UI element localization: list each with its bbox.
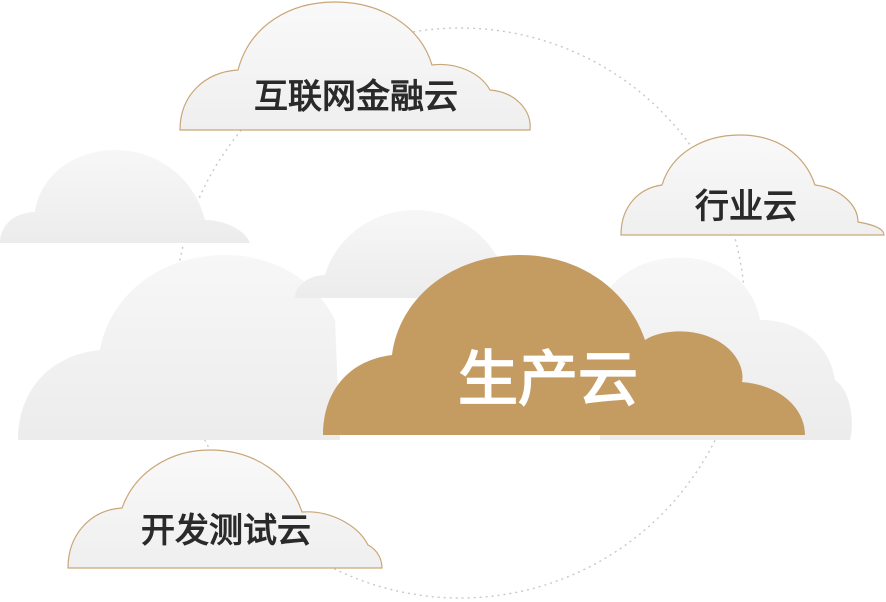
industry-cloud-shape — [620, 134, 885, 236]
background-cloud-upper-left — [0, 150, 250, 243]
dev-test-cloud: 开发测试云 — [67, 449, 383, 569]
dev-test-cloud-label: 开发测试云 — [141, 511, 311, 551]
production-cloud-shape — [323, 255, 805, 435]
dev-test-cloud-shape — [67, 449, 383, 569]
internet-finance-cloud-shape — [179, 1, 531, 131]
industry-cloud: 行业云 — [620, 134, 885, 236]
internet-finance-cloud-label: 互联网金融云 — [254, 77, 458, 117]
background-cloud-large-left — [18, 255, 340, 440]
internet-finance-cloud: 互联网金融云 — [179, 1, 531, 131]
production-cloud: 生产云 — [323, 255, 805, 435]
production-cloud-label: 生产云 — [458, 345, 638, 415]
industry-cloud-label: 行业云 — [695, 187, 797, 227]
